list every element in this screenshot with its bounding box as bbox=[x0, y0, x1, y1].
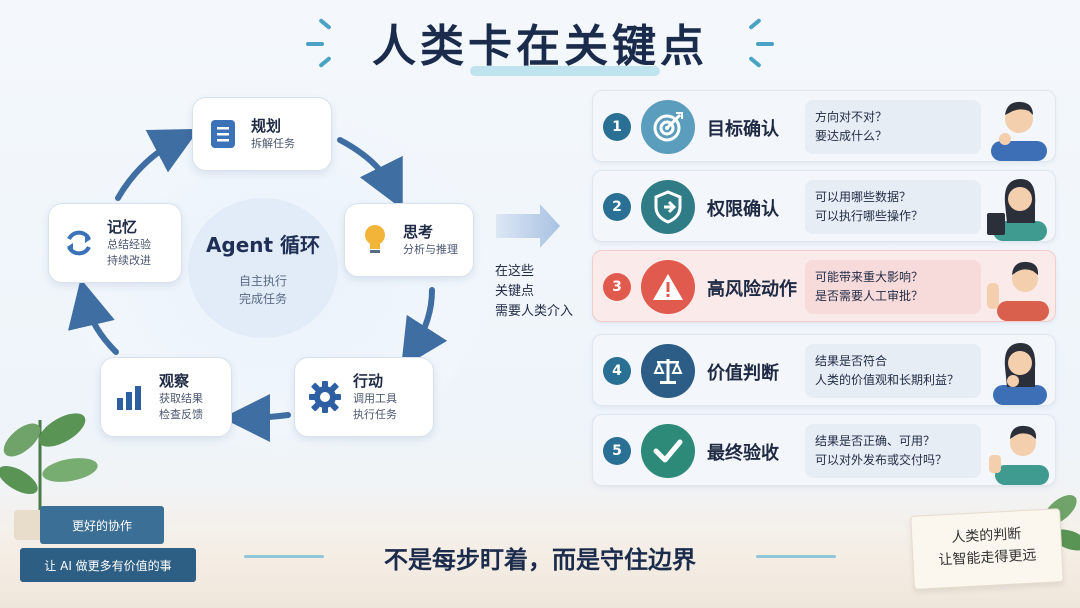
node-memory-sub-1: 总结经验 bbox=[107, 238, 151, 251]
book-top: 更好的协作 bbox=[40, 506, 164, 544]
agent-loop-sub-1: 自主执行 bbox=[238, 273, 287, 288]
checkpoint-label: 目标确认 bbox=[707, 119, 779, 140]
refresh-icon bbox=[61, 225, 97, 261]
intervention-note: 在这些 关键点 需要人类介入 bbox=[495, 262, 573, 322]
agent-loop-sub-2: 完成任务 bbox=[238, 291, 287, 306]
target-icon bbox=[641, 100, 695, 154]
node-act-sub-1: 调用工具 bbox=[353, 392, 397, 405]
title-spark-left-2 bbox=[306, 42, 324, 46]
checkpoint-desc-line-1: 方向对不对？ bbox=[815, 110, 888, 124]
checkpoint-desc: 结果是否符合 人类的价值观和长期利益？ bbox=[805, 344, 981, 398]
node-memory-sub-2: 持续改进 bbox=[107, 254, 151, 267]
checkpoint-number: 3 bbox=[603, 273, 631, 301]
shield-icon bbox=[641, 180, 695, 234]
document-icon bbox=[205, 116, 241, 152]
title-underline bbox=[470, 66, 660, 76]
checkpoint-row-1: 1 目标确认 方向对不对？ 要达成什么？ bbox=[592, 90, 1056, 162]
checkpoint-label: 权限确认 bbox=[707, 199, 779, 220]
checkpoint-number: 1 bbox=[603, 113, 631, 141]
book-bottom-text: 让 AI 做更多有价值的事 bbox=[44, 558, 172, 573]
title-spark-right-2 bbox=[756, 42, 774, 46]
lightbulb-icon bbox=[357, 222, 393, 258]
checkpoint-desc: 方向对不对？ 要达成什么？ bbox=[805, 100, 981, 154]
checkpoint-desc-line-1: 结果是否正确、可用？ bbox=[815, 434, 936, 448]
checkpoint-row-5: 5 最终验收 结果是否正确、可用？ 可以对外发布或交付吗？ bbox=[592, 414, 1056, 486]
node-plan: 规划 拆解任务 bbox=[192, 97, 332, 171]
handwritten-note: 人类的判断 让智能走得更远 bbox=[910, 508, 1064, 590]
node-observe-sub-2: 检查反馈 bbox=[159, 408, 203, 421]
checkpoint-row-4: 4 价值判断 结果是否符合 人类的价值观和长期利益？ bbox=[592, 334, 1056, 406]
intervention-line-2: 关键点 bbox=[495, 284, 535, 299]
node-think: 思考 分析与推理 bbox=[344, 203, 474, 277]
checkpoint-desc-line-2: 可以执行哪些操作？ bbox=[815, 209, 924, 223]
intervention-line-3: 需要人类介入 bbox=[495, 304, 574, 319]
person-pondering-icon bbox=[993, 343, 1047, 405]
book-bottom: 让 AI 做更多有价值的事 bbox=[20, 548, 196, 582]
checkpoint-desc: 结果是否正确、可用？ 可以对外发布或交付吗？ bbox=[805, 424, 981, 478]
node-memory: 记忆 总结经验 持续改进 bbox=[48, 203, 182, 283]
person-thumbs-up-icon bbox=[989, 425, 1049, 485]
gear-icon bbox=[307, 379, 343, 415]
person-with-tablet-icon bbox=[987, 179, 1047, 241]
agent-loop-center: Agent 循环 自主执行 完成任务 bbox=[188, 198, 338, 338]
checkpoint-label: 价值判断 bbox=[707, 363, 779, 384]
agent-loop-title: Agent 循环 bbox=[205, 232, 321, 257]
bottom-slogan: 不是每步盯着，而是守住边界 bbox=[384, 546, 696, 574]
checkpoint-number: 4 bbox=[603, 357, 631, 385]
checkpoint-number: 2 bbox=[603, 193, 631, 221]
node-observe-title: 观察 bbox=[159, 372, 190, 390]
checkpoint-desc-line-1: 可以用哪些数据？ bbox=[815, 190, 912, 204]
intervention-line-1: 在这些 bbox=[495, 264, 535, 279]
checkpoint-row-3: 3 高风险动作 可能带来重大影响？ 是否需要人工审批？ bbox=[592, 250, 1056, 322]
checkpoint-number: 5 bbox=[603, 437, 631, 465]
node-act-title: 行动 bbox=[353, 372, 384, 390]
checkpoint-desc: 可能带来重大影响？ 是否需要人工审批？ bbox=[805, 260, 981, 314]
node-act: 行动 调用工具 执行任务 bbox=[294, 357, 434, 437]
checkpoint-label: 最终验收 bbox=[707, 443, 779, 464]
node-observe-sub-1: 获取结果 bbox=[159, 392, 203, 405]
checkpoint-row-2: 2 权限确认 可以用哪些数据？ 可以执行哪些操作？ bbox=[592, 170, 1056, 242]
node-think-sub: 分析与推理 bbox=[403, 243, 458, 256]
bar-chart-icon bbox=[113, 379, 149, 415]
node-think-title: 思考 bbox=[403, 223, 434, 241]
slogan-line-left bbox=[244, 555, 324, 558]
big-arrow-right bbox=[496, 204, 560, 248]
checkpoint-desc-line-1: 结果是否符合 bbox=[815, 354, 888, 368]
book-top-text: 更好的协作 bbox=[71, 518, 132, 533]
slogan-line-right bbox=[756, 555, 836, 558]
scale-icon bbox=[641, 344, 695, 398]
node-memory-title: 记忆 bbox=[107, 218, 138, 236]
person-thinking-icon bbox=[991, 101, 1047, 161]
warning-icon bbox=[641, 260, 695, 314]
checkpoint-desc-line-2: 要达成什么？ bbox=[815, 129, 888, 143]
checkpoint-desc-line-2: 人类的价值观和长期利益？ bbox=[815, 373, 960, 387]
checkpoint-desc-line-2: 是否需要人工审批？ bbox=[815, 289, 924, 303]
page-title: 人类卡在关键点 bbox=[372, 21, 708, 72]
node-observe: 观察 获取结果 检查反馈 bbox=[100, 357, 232, 437]
node-plan-sub: 拆解任务 bbox=[251, 137, 295, 150]
node-plan-title: 规划 bbox=[251, 117, 282, 135]
checkpoint-desc-line-2: 可以对外发布或交付吗？ bbox=[815, 453, 948, 467]
node-act-sub-2: 执行任务 bbox=[353, 408, 397, 421]
checkpoint-desc: 可以用哪些数据？ 可以执行哪些操作？ bbox=[805, 180, 981, 234]
checkpoint-desc-line-1: 可能带来重大影响？ bbox=[815, 270, 924, 284]
check-icon bbox=[641, 424, 695, 478]
person-stop-hand-icon bbox=[987, 261, 1049, 321]
checkpoint-label: 高风险动作 bbox=[707, 279, 797, 300]
